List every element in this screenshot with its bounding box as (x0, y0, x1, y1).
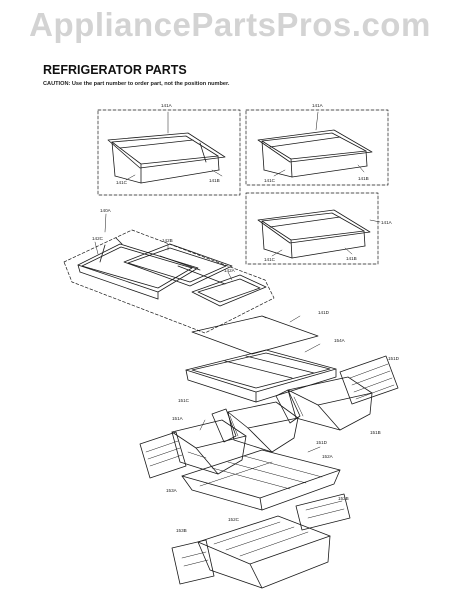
drawer-left (171, 419, 247, 475)
rail-right (295, 493, 351, 531)
callout-152C: 152C (228, 517, 240, 522)
callout-152B: 152B (338, 496, 349, 501)
callout-153B: 153B (176, 528, 187, 533)
callout-151D-2: 151D (316, 440, 328, 445)
site-watermark: AppliancePartsPros.com (29, 6, 431, 43)
callout-141B-1: 141B (209, 178, 220, 183)
callout-141C-1: 141C (116, 180, 128, 185)
shelf-assembly-top-left (97, 109, 241, 196)
page-title: REFRIGERATOR PARTS (43, 63, 187, 77)
callout-152A: 152A (322, 454, 334, 459)
drawer-right (275, 376, 373, 431)
callout-141B-3: 141B (346, 256, 357, 261)
callout-141B-2: 141B (358, 176, 369, 181)
sliding-shelf-assembly (63, 213, 275, 334)
callout-151D: 151D (388, 356, 400, 361)
callout-141D: 141D (318, 310, 330, 315)
crisper-cover-glass (191, 315, 319, 355)
rail-left (171, 539, 215, 585)
caution-note: CAUTION: Use the part number to order pa… (43, 81, 230, 87)
shelf-assembly-middle-right (245, 192, 381, 265)
callout-141C-3: 141C (264, 257, 276, 262)
callout-154A: 154A (334, 338, 346, 343)
crisper-base-tray (181, 446, 341, 511)
callout-141A-1: 141A (161, 103, 173, 108)
callout-140A: 140A (100, 208, 112, 213)
callout-153A: 153A (166, 488, 178, 493)
callout-151A: 151A (172, 416, 184, 421)
callout-151B: 151B (370, 430, 381, 435)
callout-141A-3: 141A (381, 220, 393, 225)
callout-142A: 142A (224, 268, 236, 273)
callout-142B: 142B (162, 238, 173, 243)
drawer-middle (211, 401, 299, 453)
callout-141C-2: 141C (264, 178, 276, 183)
callout-141A-2: 141A (312, 103, 324, 108)
crisper-cover-frame (185, 343, 337, 403)
callout-151C: 151C (178, 398, 190, 403)
shelf-assembly-top-right (245, 109, 389, 186)
back-panel-left (139, 431, 187, 479)
callout-142C: 142C (92, 236, 104, 241)
back-panel-right (339, 355, 399, 405)
